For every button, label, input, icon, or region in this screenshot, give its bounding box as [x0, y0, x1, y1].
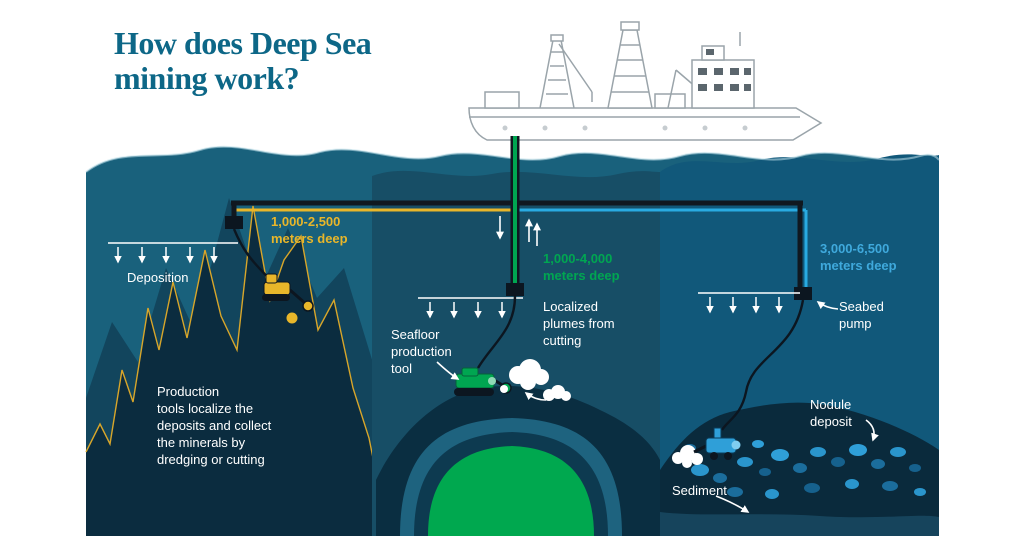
connector-left	[225, 216, 243, 229]
yellow-mining-vehicle	[262, 273, 314, 324]
drilling-derrick	[607, 21, 653, 109]
nodule-deposit-label: Nodule deposit	[810, 397, 852, 429]
pump-plume-cloud	[672, 445, 703, 468]
nodule-arrow-icon	[865, 419, 879, 442]
sediment-layer	[660, 512, 939, 536]
waterline	[85, 145, 940, 173]
deposition-arrows-left	[108, 242, 238, 264]
deposition-arrows-right	[698, 292, 800, 314]
sediment-arrow-icon	[715, 495, 750, 513]
tool-arrow-icon	[436, 361, 460, 380]
nodule-deposit-field	[684, 440, 926, 499]
mineral-nugget	[286, 312, 298, 324]
pump-arrow-icon	[816, 301, 839, 310]
cable-middle	[476, 295, 517, 369]
seafloor-tool-label: Seafloor production tool	[391, 327, 452, 376]
connector-right	[794, 287, 812, 300]
plume-clouds	[500, 359, 571, 401]
plume-arrow-icon	[524, 392, 547, 401]
ship-portholes	[502, 125, 748, 131]
label-pointer-arrows	[436, 301, 879, 513]
deposition-arrows-middle	[418, 297, 523, 319]
depth-label-seamounts: 1,000-2,500 meters deep	[271, 214, 348, 246]
connector-middle	[506, 283, 524, 296]
gold-ridge-outline	[85, 205, 378, 479]
mining-ship	[468, 21, 823, 141]
deposit-core	[428, 446, 594, 536]
ship-hull	[468, 107, 823, 141]
seamount-description: Production tools localize the deposits a…	[157, 384, 272, 467]
cable-right	[720, 299, 805, 431]
green-production-tool	[454, 367, 512, 396]
blue-seabed-pump	[693, 427, 741, 460]
seamount-front-ridge	[86, 206, 377, 536]
depth-label-vents: 1,000-4,000 meters deep	[543, 251, 620, 283]
seabed-pump-label: Seabed pump	[839, 299, 884, 331]
plumes-label: Localized plumes from cutting	[543, 299, 615, 348]
page-title: How does Deep Sea mining work?	[114, 25, 372, 96]
a-frame-crane	[539, 34, 593, 109]
depth-label-nodules: 3,000-6,500 meters deep	[820, 241, 897, 273]
title-line-2: mining work?	[114, 59, 300, 96]
sediment-label: Sediment	[672, 483, 727, 498]
riser-pipes	[225, 136, 812, 300]
deposition-label: Deposition	[127, 270, 189, 285]
ship-superstructure	[691, 32, 755, 109]
riser-flow-arrows	[496, 216, 541, 246]
title-line-1: How does Deep Sea	[114, 25, 372, 61]
